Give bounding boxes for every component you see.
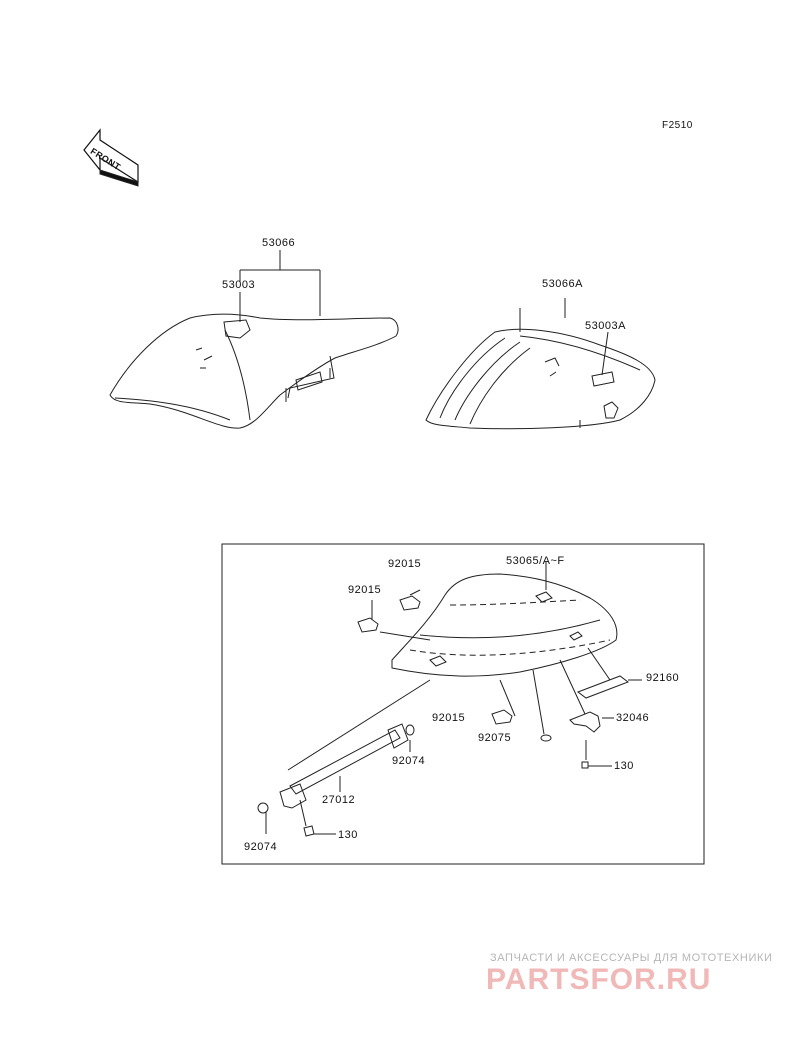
bolt-130-left bbox=[299, 799, 336, 837]
leader-lines-53066 bbox=[239, 250, 321, 322]
callout-53065: 53065/A~F bbox=[506, 555, 565, 567]
rod-27012 bbox=[279, 679, 431, 809]
callout-92015-left: 92015 bbox=[348, 584, 382, 596]
callout-92015-low: 92015 bbox=[432, 712, 466, 724]
bracket-32046 bbox=[559, 659, 614, 733]
callout-130-right: 130 bbox=[614, 760, 634, 772]
seat-cover-53065 bbox=[391, 562, 618, 677]
rider-seat-53066 bbox=[109, 313, 399, 429]
bolt-130-right bbox=[581, 740, 612, 769]
clip-92015-parts bbox=[357, 595, 516, 725]
callout-130-left: 130 bbox=[338, 829, 358, 841]
grommet-92075 bbox=[532, 669, 552, 742]
front-arrow-icon bbox=[83, 128, 139, 187]
strip-92160 bbox=[576, 647, 642, 699]
callout-92015-top: 92015 bbox=[388, 558, 422, 570]
detail-box bbox=[221, 543, 705, 865]
callout-92160: 92160 bbox=[646, 672, 680, 684]
cap-92074-left bbox=[257, 802, 269, 834]
callout-53003A: 53003A bbox=[585, 320, 626, 332]
callout-53066: 53066 bbox=[262, 237, 296, 249]
callout-53003: 53003 bbox=[222, 279, 256, 291]
watermark-tagline: ЗАПЧАСТИ И АКСЕССУАРЫ ДЛЯ МОТОТЕХНИКИ bbox=[490, 952, 773, 964]
watermark-logo: PARTSFOR.RU bbox=[486, 963, 712, 996]
callout-92074-right: 92074 bbox=[392, 755, 426, 767]
pillion-seat-53066A bbox=[425, 298, 656, 430]
figure-code: F2510 bbox=[662, 120, 693, 131]
callout-92074-left: 92074 bbox=[244, 841, 278, 853]
callout-27012: 27012 bbox=[322, 794, 356, 806]
callout-92075: 92075 bbox=[478, 732, 512, 744]
callout-32046: 32046 bbox=[616, 712, 650, 724]
callout-53066A: 53066A bbox=[542, 278, 583, 290]
